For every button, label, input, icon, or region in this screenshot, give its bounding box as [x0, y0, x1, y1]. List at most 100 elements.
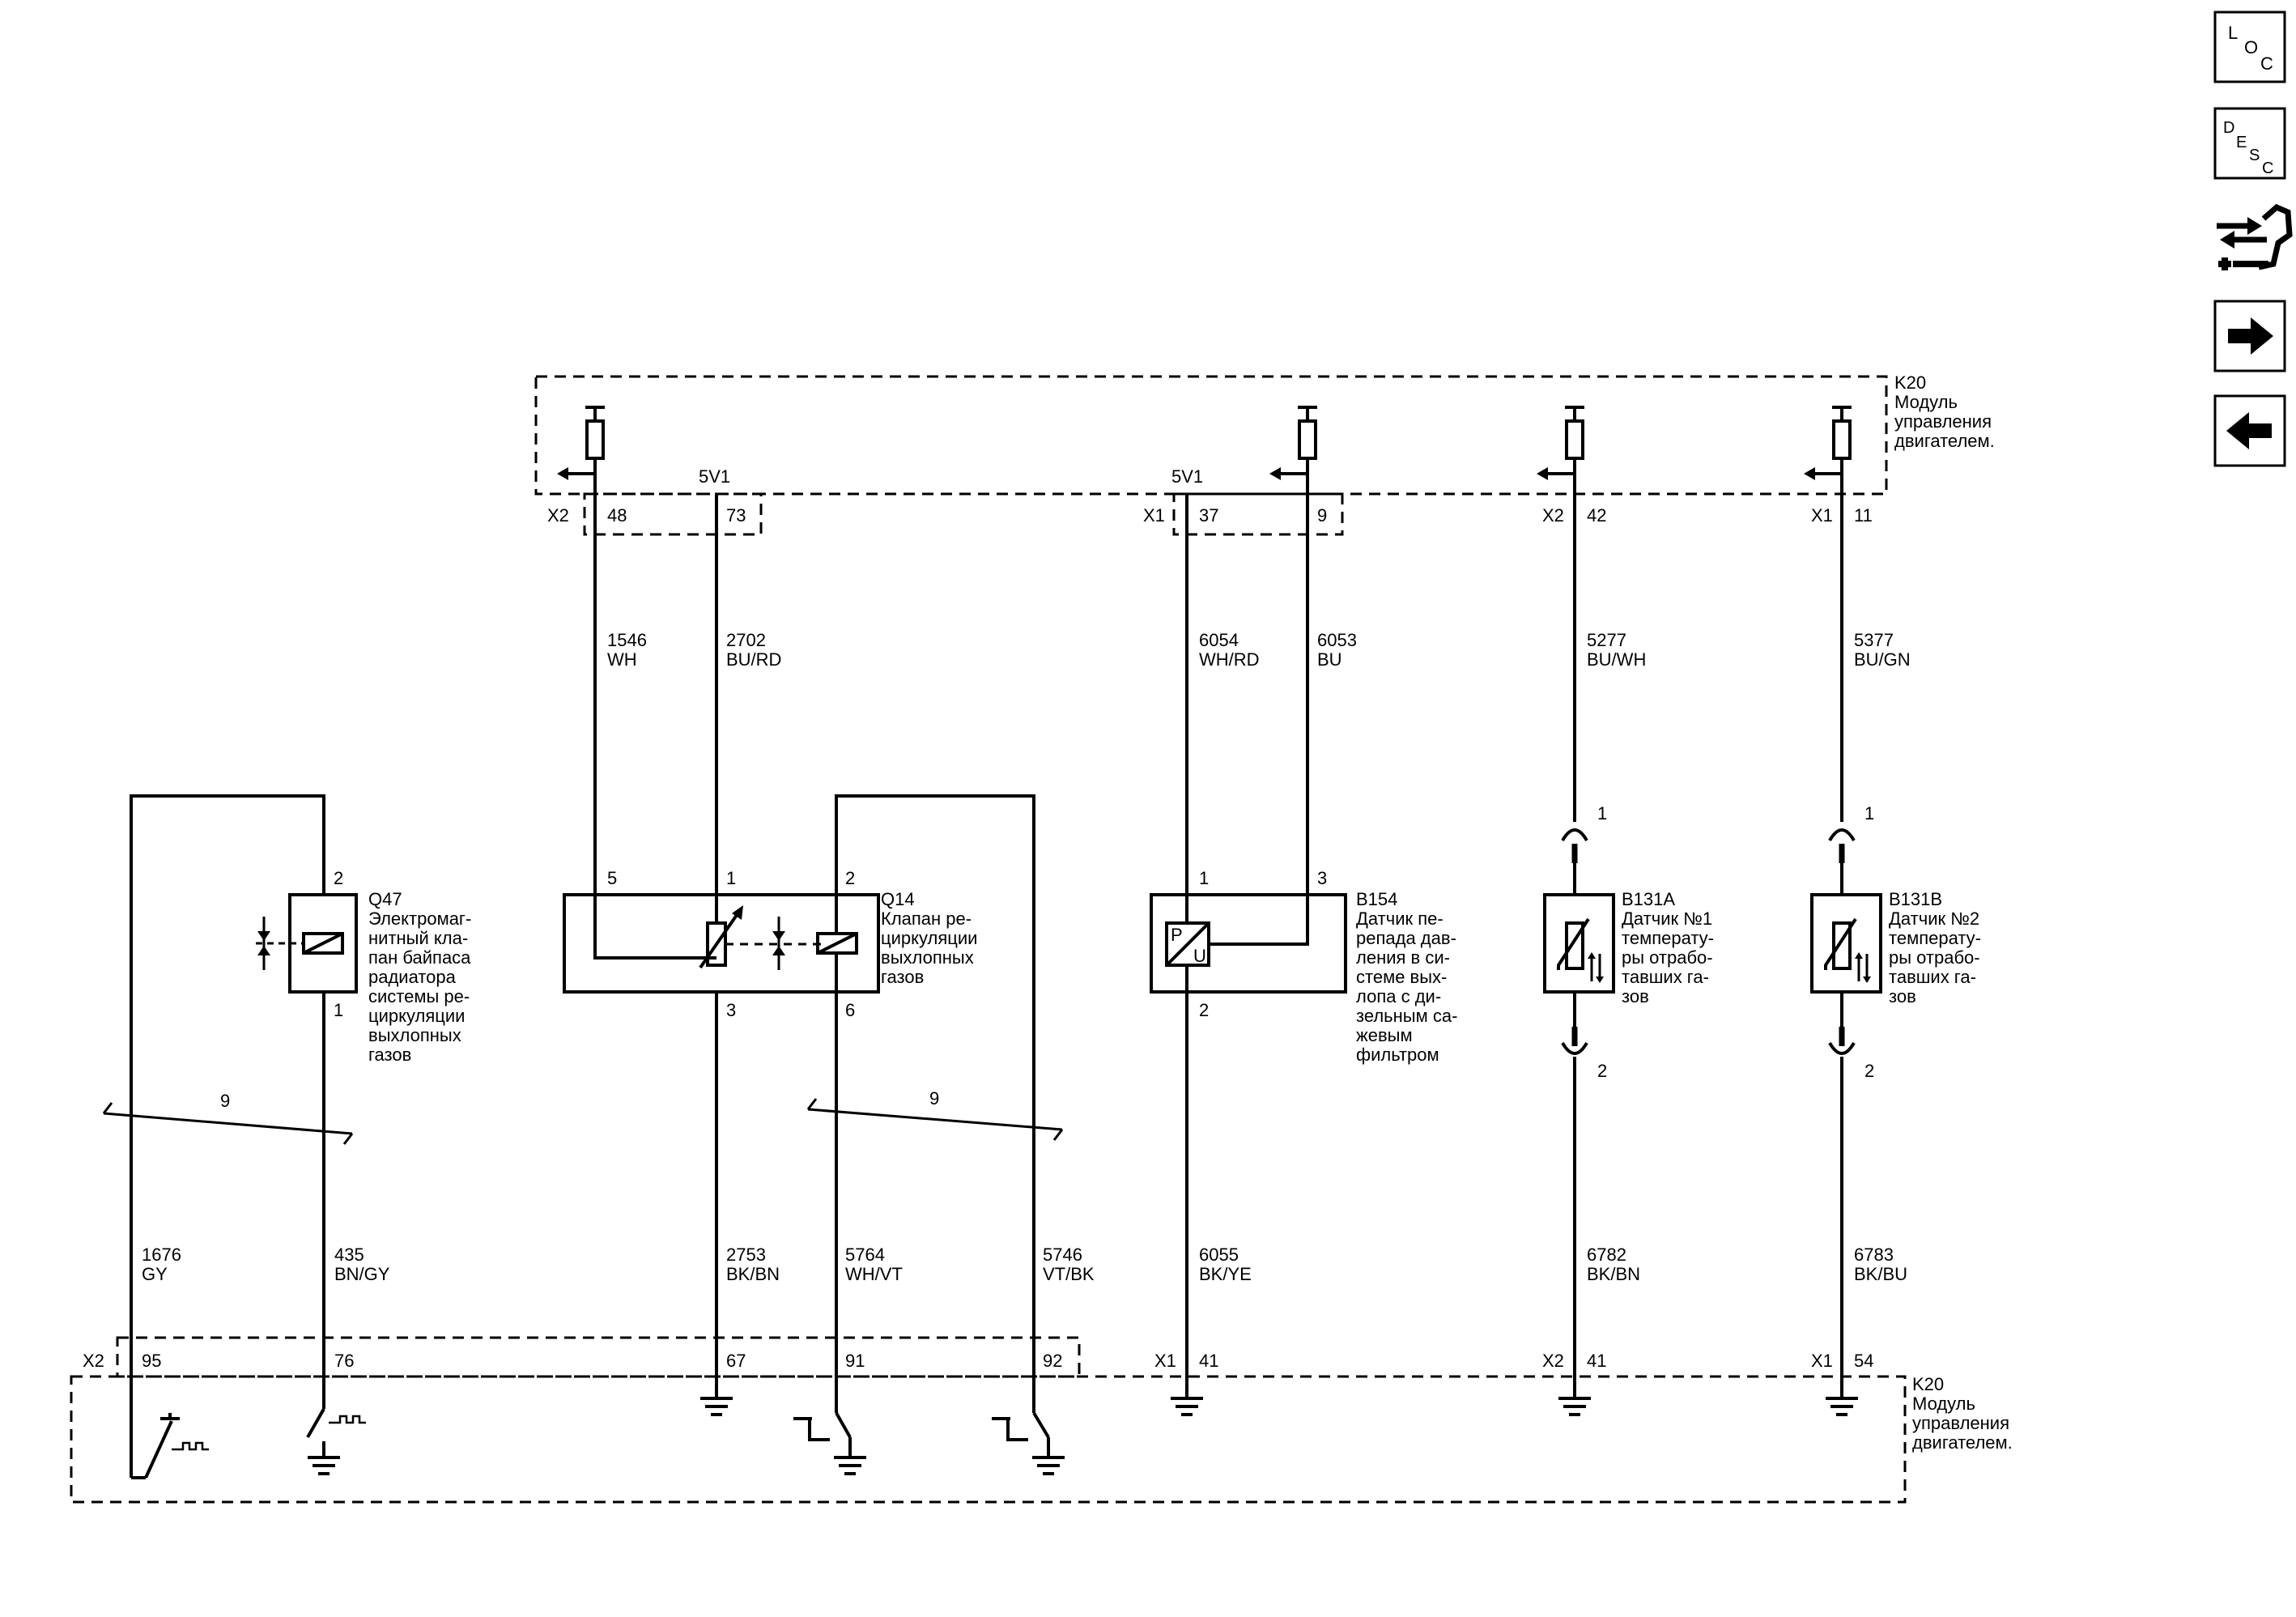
bottom-pin-x1a: X1 [1154, 1351, 1176, 1371]
wire-1676-num: 1676 [142, 1245, 181, 1265]
top-module-desc-1: Модуль [1894, 392, 1958, 412]
component-q14: 5 1 2 3 6 Q14 Клапан ре- циркуляции выхл… [563, 868, 977, 1020]
wire-2702-color: BU/RD [726, 649, 781, 670]
b131b-pin-2: 2 [1864, 1061, 1874, 1081]
wire-5377-num: 5377 [1854, 630, 1894, 650]
q47-desc-2: нитный кла- [368, 928, 468, 948]
q14-pin-1: 1 [726, 868, 736, 888]
desc-letter-s: S [2249, 147, 2260, 164]
wire-6053-color: BU [1317, 649, 1342, 670]
resistor-9 [1269, 406, 1317, 480]
b154-desc-2: репада дав- [1356, 928, 1456, 948]
q14-pin-6: 6 [845, 1000, 855, 1020]
b154-desc-3: ления в си- [1356, 947, 1450, 968]
q47-desc-3: пан байпаса [368, 947, 471, 968]
loc-letter-l: L [2228, 23, 2238, 43]
component-b131a: 1 2 B131A Датчик №1 температу- ры отрабо… [1543, 803, 1714, 1081]
bottom-pin-x2b: X2 [1542, 1351, 1564, 1371]
top-module-title: K20 [1894, 372, 1926, 393]
wire-1546-num: 1546 [607, 630, 647, 650]
b131a-desc-5: зов [1622, 986, 1649, 1006]
bottom-pin-41a: 41 [1199, 1351, 1218, 1371]
wire-5377-color: BU/GN [1854, 649, 1911, 670]
top-pin-9: 9 [1317, 505, 1327, 526]
q47-desc-8: газов [368, 1045, 411, 1065]
wire-5764-num: 5764 [845, 1245, 885, 1265]
q14-desc-4: газов [881, 967, 924, 987]
b131b-desc-2: температу- [1889, 928, 1981, 948]
resistor-42 [1537, 406, 1584, 480]
b131a-desc-4: тавших га- [1622, 967, 1709, 987]
nav-toolbar: L O C D E S C [2213, 11, 2293, 467]
wire-1676-color: GY [142, 1264, 168, 1284]
desc-letter-c: C [2262, 160, 2273, 177]
wire-5746-num: 5746 [1043, 1245, 1082, 1265]
top-5v-b: 5V1 [1171, 466, 1203, 487]
top-module-desc-2: управления [1894, 411, 1992, 432]
bottom-pin-91: 91 [845, 1351, 865, 1371]
q14-pin-3: 3 [726, 1000, 736, 1020]
arrow-right-icon [2228, 317, 2273, 355]
repair-connector-icon[interactable] [2217, 203, 2293, 270]
b131a-id: B131A [1622, 889, 1675, 909]
b154-symbol-u: U [1193, 946, 1206, 966]
wire-5277-num: 5277 [1587, 630, 1626, 650]
b154-pin-3: 3 [1317, 868, 1327, 888]
previous-page-button[interactable] [2213, 394, 2286, 467]
q47-desc-5: системы ре- [368, 986, 470, 1006]
q47-pin-2: 2 [334, 868, 343, 888]
bottom-module-k20: K20 Модуль управления двигателем. X2 95 … [70, 1336, 2013, 1504]
top-pin-42: 42 [1587, 505, 1606, 526]
bottom-pin-92: 92 [1043, 1351, 1062, 1371]
top-module-k20: K20 Модуль управления двигателем. [534, 372, 1995, 536]
component-q47: 2 1 Q47 Электромаг- нитный кла- пан байп… [256, 868, 471, 1065]
b131b-desc-5: зов [1889, 986, 1916, 1006]
wire-6783-num: 6783 [1854, 1245, 1894, 1265]
q47-desc-6: циркуляции [368, 1006, 465, 1026]
q47-desc-7: выхлопных [368, 1025, 461, 1045]
q14-pin-5: 5 [607, 868, 617, 888]
wire-6054-num: 6054 [1199, 630, 1239, 650]
next-page-button[interactable] [2213, 300, 2286, 372]
loc-letter-o: O [2244, 37, 2258, 57]
q14-id: Q14 [881, 889, 915, 909]
wires: 9 9 [102, 474, 1843, 1377]
bottom-pin-41b: 41 [1587, 1351, 1606, 1371]
wire-2753-color: BK/BN [726, 1264, 780, 1284]
description-button[interactable]: D E S C [2213, 107, 2286, 180]
top-pin-73: 73 [726, 505, 746, 526]
top-pin-x2b: X2 [1542, 505, 1564, 526]
ground-41a [1171, 1377, 1203, 1416]
wire-6782-num: 6782 [1587, 1245, 1626, 1265]
bottom-pin-76: 76 [334, 1351, 354, 1371]
top-pin-x1b: X1 [1811, 505, 1833, 526]
bottom-pin-54: 54 [1854, 1351, 1873, 1371]
q14-desc-1: Клапан ре- [881, 908, 972, 929]
bottom-pin-67: 67 [726, 1351, 746, 1371]
b154-symbol-p: P [1171, 925, 1183, 945]
ground-54 [1826, 1377, 1858, 1416]
internal-switch-92 [992, 1377, 1065, 1475]
b154-id: B154 [1356, 889, 1397, 909]
desc-letter-d: D [2223, 119, 2234, 137]
wire-6783-color: BK/BU [1854, 1264, 1907, 1284]
twist-count-2: 9 [929, 1088, 939, 1108]
b154-desc-4: стеме вых- [1356, 967, 1447, 987]
top-pin-37: 37 [1199, 505, 1218, 526]
location-button[interactable]: L O C [2213, 11, 2286, 83]
ground-67 [700, 1377, 733, 1416]
wire-435-color: BN/GY [334, 1264, 390, 1284]
wire-labels-bottom: 1676 GY 435 BN/GY 2753 BK/BN 5764 WH/VT … [142, 1245, 1907, 1284]
b154-pin-2: 2 [1199, 1000, 1209, 1020]
b131b-desc-4: тавших га- [1889, 967, 1976, 987]
b154-desc-6: зельным са- [1356, 1006, 1457, 1026]
top-pin-x1a: X1 [1143, 505, 1165, 526]
internal-switch-95 [130, 1377, 209, 1479]
wire-1546-color: WH [607, 649, 637, 670]
q47-pin-1: 1 [334, 1000, 343, 1020]
wire-6053-num: 6053 [1317, 630, 1357, 650]
b154-desc-7: жевым [1356, 1025, 1413, 1045]
internal-switch-91 [793, 1377, 866, 1475]
b154-desc-1: Датчик пе- [1356, 908, 1444, 929]
bottom-pin-95: 95 [142, 1351, 161, 1371]
